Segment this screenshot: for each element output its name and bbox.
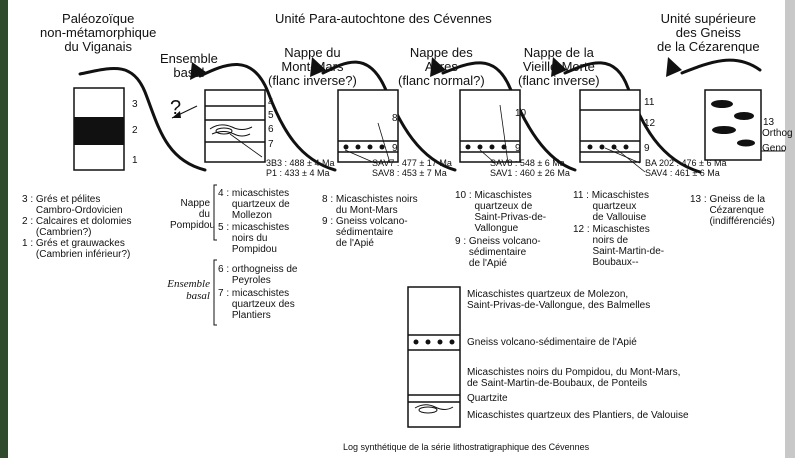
left-frame-border: [0, 0, 8, 458]
legend-vieille-morte-11: 11 : Micaschistes quartzeux de Vallouise: [573, 190, 649, 223]
legend-viganais-3: 3 : Grés et pélites Cambro-Ordovicien: [22, 194, 123, 216]
thrust-curve-2: [198, 63, 337, 172]
legend-brackets: [213, 184, 217, 326]
thrust-lines: [78, 58, 762, 174]
column-vieille-morte: [579, 89, 641, 163]
col5-number-9: 9: [644, 143, 650, 154]
age-col3-a: SAV7 : 477 ± 17 Ma: [372, 158, 452, 168]
column-cezarenque: [704, 89, 785, 161]
log-apie-dots: [413, 339, 455, 345]
log-row-apie: Gneiss volcano-sédimentaire de l'Apié: [467, 337, 637, 348]
synthetic-log-column: [407, 286, 461, 428]
legend-basal-7: 7 : micaschistes quartzeux des Plantiers: [218, 288, 295, 321]
legend-viganais-1: 1 : Grés et grauwackes (Cambrien inférie…: [22, 238, 131, 260]
col1-number-1: 1: [132, 155, 138, 166]
orthogneiss-lens-icon: [209, 124, 253, 130]
col5-number-12: 12: [644, 118, 656, 129]
col2-number-5: 5: [268, 110, 274, 121]
col1-number-2: 2: [132, 125, 138, 136]
legend-vieille-morte-12: 12 : Micaschistes noirs de Saint-Martin-…: [573, 224, 665, 268]
thrust-tooth-2: [310, 57, 326, 77]
legend-viganais-2: 2 : Calcaires et dolomies (Cambrien?): [22, 216, 132, 238]
col3-number-8: 8: [392, 113, 398, 124]
col4-number-9: 9: [515, 143, 521, 154]
unit-superieure-title: Unité supérieure des Gneiss de la Cézare…: [657, 11, 760, 54]
age-col2-a: 3B3 : 488 ± 4 Ma: [266, 158, 335, 168]
column-viganais: [73, 87, 125, 171]
legend-ayres-10: 10 : Micaschistes quartzeux de Saint-Pri…: [455, 190, 547, 234]
col3-number-9: 9: [392, 143, 398, 154]
nappe-vieille-morte-title: Nappe de la Vieille-Morte (flanc inverse…: [518, 45, 600, 88]
col2-number-7: 7: [268, 139, 274, 150]
log-row-plantiers: Micaschistes quartzeux des Plantiers, de…: [467, 410, 689, 421]
log-caption: Log synthétique de la série lithostratig…: [343, 442, 590, 452]
thrust-tooth-1: [190, 62, 206, 80]
unit-paleozoique-title: Paléozoïque non-métamorphique du Viganai…: [40, 11, 157, 54]
log-row-molezon: Micaschistes quartzeux de Molezon, Saint…: [467, 289, 651, 311]
thrust-curve-3: [321, 60, 457, 172]
legend-ayres-9: 9 : Gneiss volcano- sédimentaire de l'Ap…: [455, 236, 541, 269]
thrust-curve-4: [441, 61, 577, 172]
age-col4-a: SAV8 : 548 ± 6 Ma: [490, 158, 565, 168]
thrust-curve-5: [563, 61, 702, 174]
unit-para-autochtone-title: Unité Para-autochtone des Cévennes: [275, 11, 492, 26]
nappe-mont-mars-title: Nappe du Mont-Mars (flanc inverse?): [268, 45, 357, 88]
legend-nappe-pompidou-label: Nappe du Pompidou: [170, 198, 216, 231]
age-leader-lines: [229, 104, 646, 173]
legend-pompidou-4: 4 : micaschistes quartzeux de Mollezon: [218, 188, 290, 221]
col2-number-4: 4: [268, 97, 274, 108]
age-col5-a: BA 202 : 476 ± 6 Ma: [645, 158, 727, 168]
col6-number-13: 13: [763, 117, 775, 128]
col1-number-3: 3: [132, 99, 138, 110]
thrust-curve-6: [680, 58, 762, 75]
age-col3-b: SAV8 : 453 ± 7 Ma: [372, 168, 447, 178]
column-mont-mars: [337, 89, 399, 163]
column-ensemble-basal: [204, 89, 266, 163]
log-row-pompidou: Micaschistes noirs du Pompidou, du Mont-…: [467, 367, 681, 389]
thrust-tooth-4: [551, 57, 567, 77]
legend-mont-mars-8: 8 : Micaschistes noirs du Mont-Mars: [322, 194, 418, 216]
thrust-curve-1: [78, 67, 207, 172]
thrust-tooth-5: [666, 57, 682, 77]
column-ayres: [459, 89, 521, 163]
right-frame-border: [785, 0, 795, 458]
nappe-ayres-title: Nappe des Ayres (flanc normal?): [398, 45, 485, 88]
nappe-ensemble-basal-title: Ensemble basal: [160, 51, 218, 80]
legend-cezarenque-13: 13 : Gneiss de la Cézarenque (indifféren…: [690, 194, 775, 227]
cut-label-orthog: Orthog: [762, 128, 793, 139]
legend-mont-mars-9: 9 : Gneiss volcano- sédimentaire de l'Ap…: [322, 216, 408, 249]
age-col5-b: SAV4 : 461 ± 6 Ma: [645, 168, 720, 178]
col2-number-6: 6: [268, 124, 274, 135]
question-mark: ?: [170, 97, 182, 119]
col4-number-10: 10: [515, 108, 527, 119]
thrust-teeth: [190, 57, 682, 80]
log-row-quartzite: Quartzite: [467, 393, 508, 404]
thrust-tooth-3: [430, 57, 446, 77]
col5-number-11: 11: [644, 97, 655, 108]
age-col2-b: P1 : 433 ± 4 Ma: [266, 168, 330, 178]
cut-label-geno: Geno: [762, 143, 787, 154]
age-col4-b: SAV1 : 460 ± 26 Ma: [490, 168, 570, 178]
legend-pompidou-5: 5 : micaschistes noirs du Pompidou: [218, 222, 290, 255]
legend-basal-6: 6 : orthogneiss de Peyroles: [218, 264, 298, 286]
legend-ensemble-basal-label: Ensemble basal: [167, 278, 210, 302]
